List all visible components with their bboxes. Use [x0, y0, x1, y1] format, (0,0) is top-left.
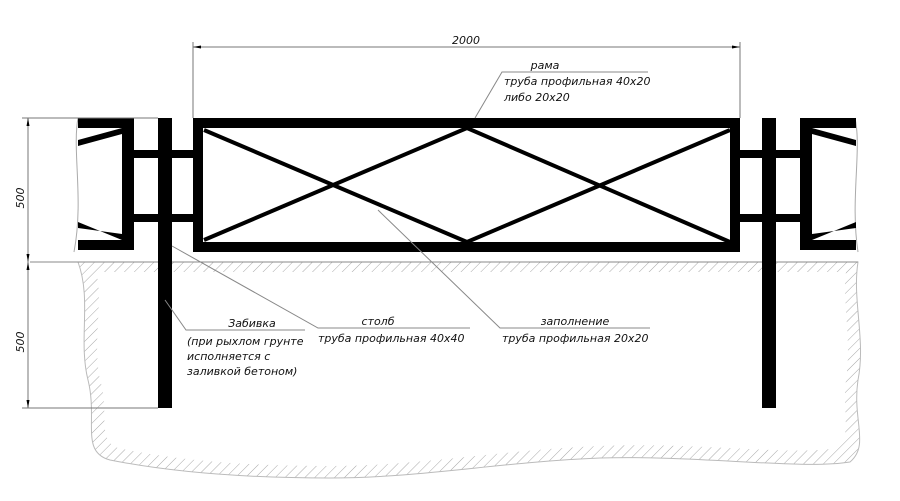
dim-width-label: 2000 — [452, 34, 480, 47]
dim-height-below-label: 500 — [14, 332, 27, 353]
dimension-arrows — [26, 45, 740, 408]
left-adjacent-panel — [78, 118, 134, 250]
driving-callout-line3: заливкой бетоном) — [187, 365, 297, 378]
infill-callout-line1: труба профильная 20х20 — [502, 332, 648, 345]
driving-callout-title: Забивка — [228, 317, 276, 330]
fence-frame — [193, 118, 740, 252]
break-line-left — [73, 117, 79, 253]
frame-callout-line1: труба профильная 40х20 — [504, 75, 650, 88]
break-line-right — [854, 117, 859, 253]
infill-callout-title: заполнение — [541, 315, 610, 328]
post-callout-line1: труба профильная 40х40 — [318, 332, 464, 345]
left-post — [158, 118, 172, 408]
driving-callout-line1: (при рыхлом грунте — [187, 335, 304, 348]
post-connectors — [134, 150, 800, 222]
driving-callout-line2: исполняется с — [187, 350, 270, 363]
right-adjacent-panel — [800, 118, 856, 250]
right-post — [762, 118, 776, 408]
frame-infill-diagonals — [203, 126, 731, 244]
dim-height-above-label: 500 — [14, 188, 27, 209]
frame-callout-title: рама — [530, 59, 560, 72]
ground-interior — [96, 272, 848, 466]
post-callout-title: столб — [362, 315, 395, 328]
leader-lines — [164, 71, 650, 331]
frame-callout-line2: либо 20х20 — [503, 91, 570, 104]
